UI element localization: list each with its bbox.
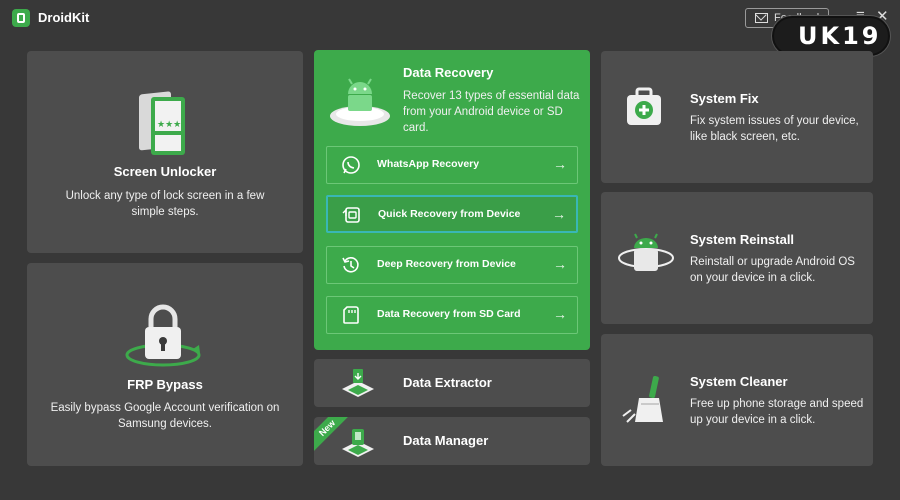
screen-unlocker-title: Screen Unlocker [113, 164, 217, 179]
data-manager-card[interactable]: New Data Manager [314, 417, 590, 465]
whatsapp-icon [342, 156, 360, 174]
data-manager-icon [342, 429, 374, 457]
frp-bypass-desc: Easily bypass Google Account verificatio… [50, 402, 280, 430]
sd-card-icon [343, 306, 359, 324]
sd-card-recovery-button[interactable]: Data Recovery from SD Card → [326, 296, 578, 334]
svg-text:★★★: ★★★ [157, 120, 181, 130]
deep-recovery-icon [342, 257, 359, 273]
system-cleaner-desc: Free up phone storage and speed up your … [690, 398, 864, 426]
arrow-right-icon: → [553, 306, 567, 322]
whatsapp-recovery-button[interactable]: WhatsApp Recovery → [326, 146, 578, 184]
quick-recovery-label: Quick Recovery from Device [378, 208, 521, 220]
data-recovery-desc: Recover 13 types of essential data from … [403, 90, 580, 134]
quick-recovery-icon [342, 207, 360, 223]
screen-unlocker-card[interactable]: ★★★ Screen Unlocker Unlock any type of l… [27, 51, 303, 253]
watermark-logo: UK19 [772, 16, 890, 56]
system-reinstall-title: System Reinstall [690, 232, 795, 247]
frp-bypass-card[interactable]: FRP Bypass Easily bypass Google Account … [27, 263, 303, 466]
data-recovery-card[interactable]: Data Recovery Recover 13 types of essent… [314, 50, 590, 350]
data-extractor-card[interactable]: Data Extractor [314, 359, 590, 407]
system-reinstall-card[interactable]: System Reinstall Reinstall or upgrade An… [601, 192, 873, 324]
system-reinstall-desc: Reinstall or upgrade Android OS on your … [690, 256, 855, 284]
app-title: DroidKit [38, 10, 90, 25]
phone-unlock-icon: ★★★ [139, 91, 185, 155]
title-bar: DroidKit Feedback — ≡ ✕ [0, 0, 900, 36]
system-fix-title: System Fix [690, 91, 759, 106]
droidkit-logo-icon [12, 9, 30, 27]
system-fix-desc: Fix system issues of your device, like b… [690, 115, 859, 143]
android-reinstall-icon [618, 233, 674, 271]
android-recovery-icon [330, 78, 390, 126]
data-manager-title: Data Manager [403, 433, 489, 448]
arrow-right-icon: → [552, 206, 566, 222]
deep-recovery-button[interactable]: Deep Recovery from Device → [326, 246, 578, 284]
system-fix-card[interactable]: System Fix Fix system issues of your dev… [601, 51, 873, 183]
frp-bypass-title: FRP Bypass [127, 377, 203, 392]
mail-icon [755, 13, 768, 23]
deep-recovery-label: Deep Recovery from Device [377, 258, 516, 270]
sd-card-recovery-label: Data Recovery from SD Card [377, 308, 521, 320]
data-recovery-title: Data Recovery [403, 65, 494, 80]
padlock-icon [125, 304, 201, 367]
data-extractor-title: Data Extractor [403, 375, 492, 390]
arrow-right-icon: → [553, 256, 567, 272]
quick-recovery-button[interactable]: Quick Recovery from Device → [326, 195, 578, 233]
whatsapp-recovery-label: WhatsApp Recovery [377, 158, 480, 170]
data-extractor-icon [342, 369, 374, 397]
broom-icon [622, 375, 663, 423]
menu-button[interactable]: ≡ [856, 7, 865, 24]
screen-unlocker-desc: Unlock any type of lock screen in a few … [65, 190, 265, 218]
system-cleaner-title: System Cleaner [690, 374, 788, 389]
system-cleaner-card[interactable]: System Cleaner Free up phone storage and… [601, 334, 873, 466]
arrow-right-icon: → [553, 156, 567, 172]
first-aid-kit-icon [627, 87, 661, 125]
